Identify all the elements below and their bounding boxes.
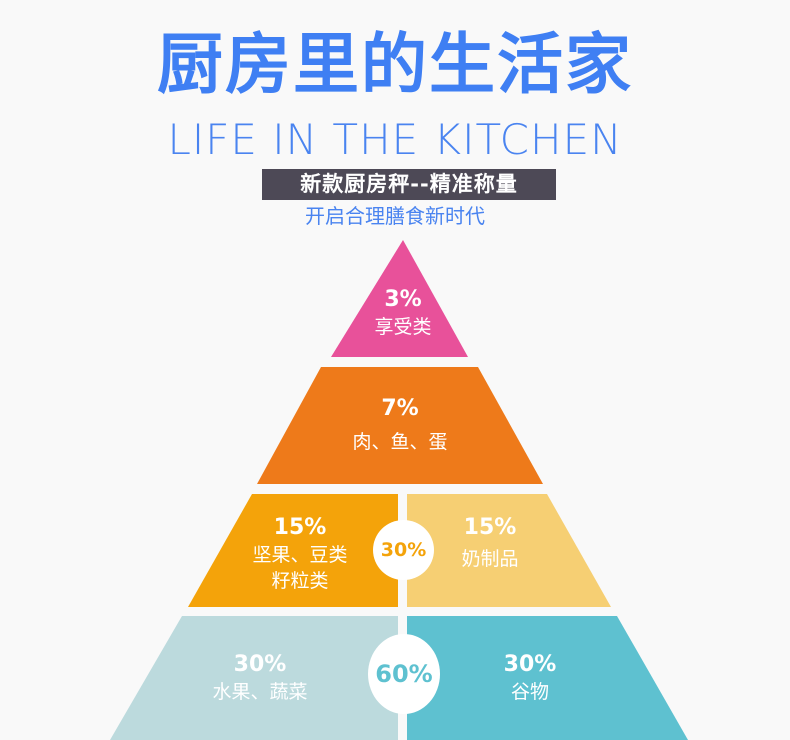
- tier3-left-percent: 15%: [273, 515, 327, 540]
- tier4-right-percent: 30%: [503, 652, 557, 677]
- tier2-name: 肉、鱼、蛋: [352, 431, 448, 453]
- tier4-left-percent: 30%: [233, 652, 287, 677]
- tier3-right-label: 15% 奶制品: [430, 514, 550, 572]
- tier4-total-circle: 60%: [368, 634, 440, 714]
- tier1-label: 3% 享受类: [340, 286, 466, 340]
- tier4-total: 60%: [375, 660, 433, 688]
- page-title: 厨房里的生活家: [157, 25, 633, 103]
- product-banner: 新款厨房秤--精准称量: [262, 169, 556, 200]
- tier3-total: 30%: [380, 539, 427, 561]
- tier4-right-name: 谷物: [510, 681, 549, 703]
- tier3-left-name-line1: 坚果、豆类: [252, 544, 348, 566]
- tier1-percent: 3%: [384, 287, 422, 312]
- tier4-left-label: 30% 水果、蔬菜: [190, 651, 330, 705]
- tier2-percent: 7%: [381, 396, 419, 421]
- tier4-left-shape: [110, 616, 398, 740]
- tier3-total-circle: 30%: [373, 520, 434, 580]
- english-subtitle: LIFE IN THE KITCHEN: [167, 115, 623, 164]
- tier3-right-percent: 15%: [463, 515, 517, 540]
- tier3-right-shape: [407, 494, 611, 607]
- tagline: 开启合理膳食新时代: [305, 204, 485, 228]
- tier1-shape: [331, 240, 468, 357]
- tier3-left-shape: [188, 494, 398, 607]
- tier4-right-shape: [407, 616, 688, 740]
- tier4-left-name: 水果、蔬菜: [212, 681, 308, 703]
- tier2-label: 7% 肉、鱼、蛋: [300, 395, 500, 455]
- tier3-left-name-line2: 籽粒类: [271, 570, 329, 592]
- tier2-shape: [257, 367, 543, 484]
- tier1-name: 享受类: [374, 316, 432, 338]
- tier3-left-label: 15% 坚果、豆类 籽粒类: [230, 514, 370, 594]
- tier4-right-label: 30% 谷物: [470, 651, 590, 705]
- tier3-right-name: 奶制品: [461, 548, 519, 570]
